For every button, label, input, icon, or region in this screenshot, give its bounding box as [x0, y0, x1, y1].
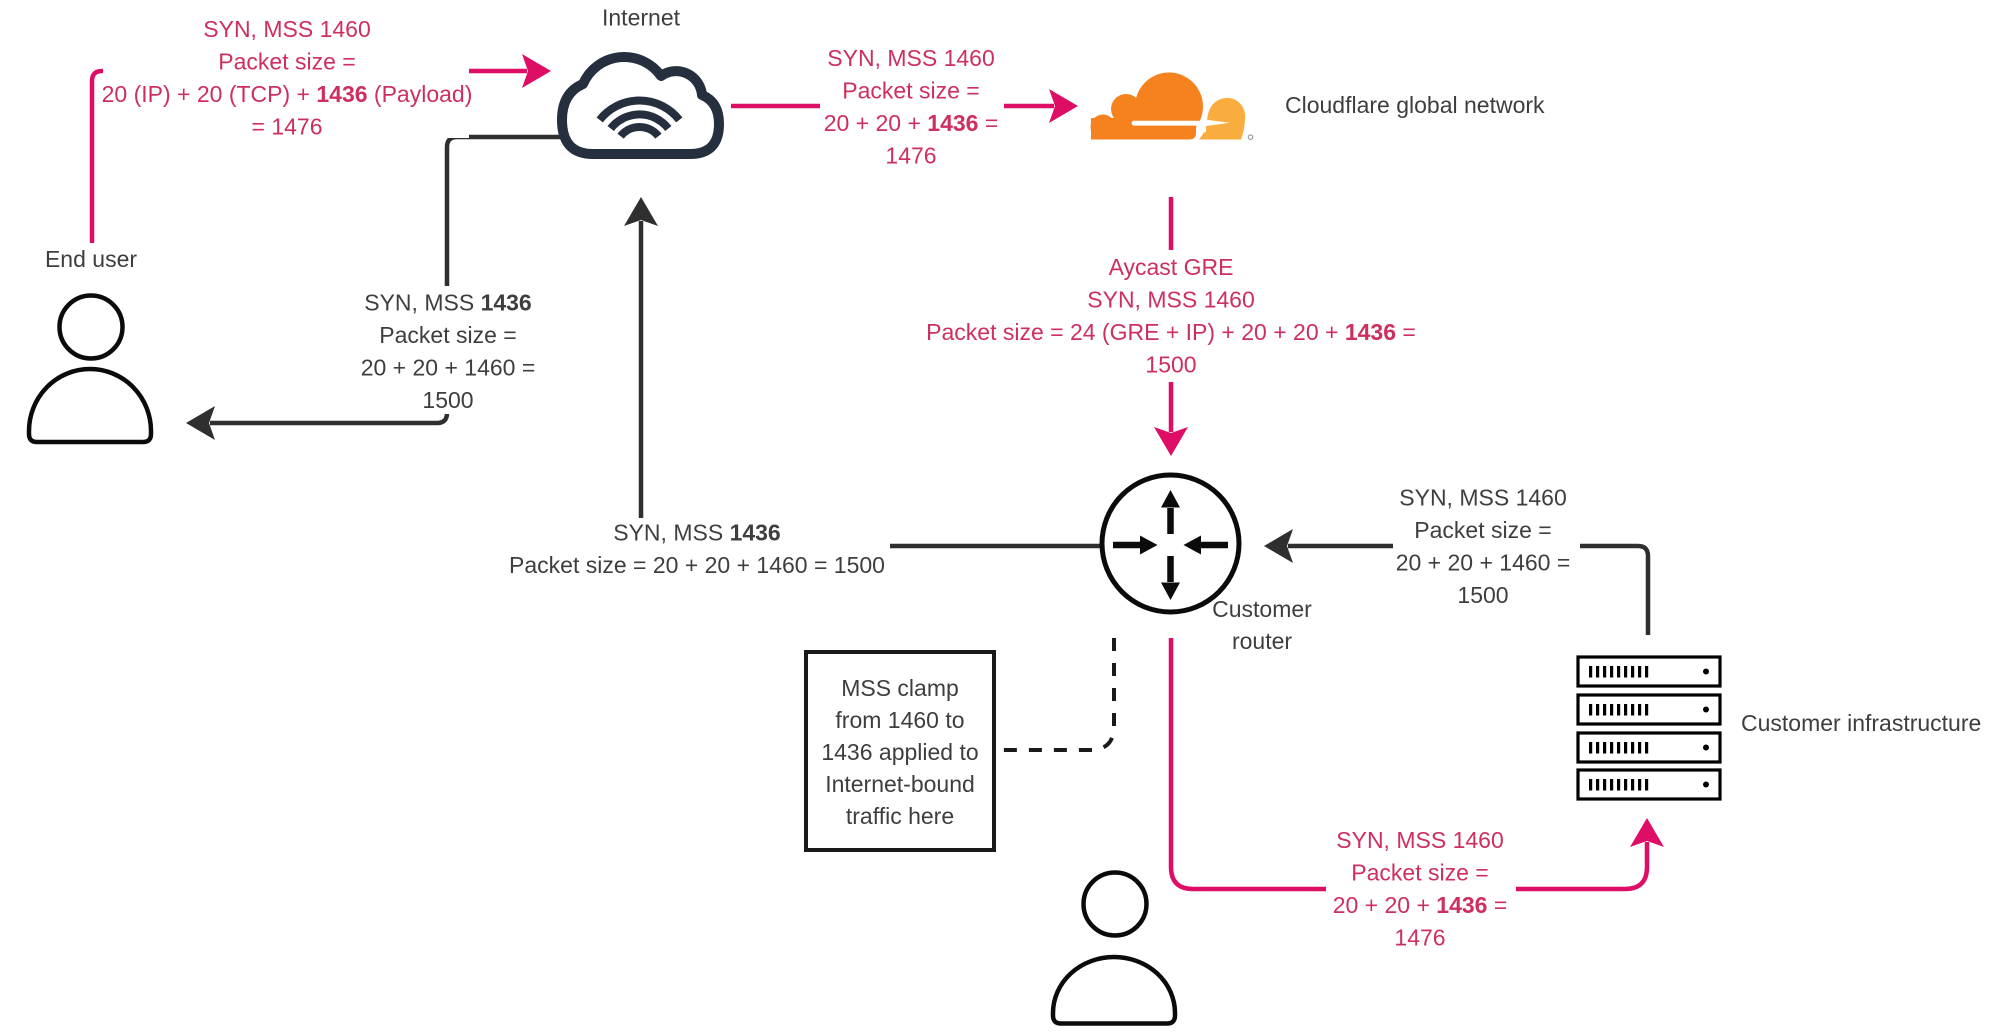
- svg-text:1500: 1500: [1457, 582, 1508, 608]
- svg-text:SYN, MSS 1460: SYN, MSS 1460: [1399, 485, 1566, 511]
- svg-text:20 + 20 + 1460 =: 20 + 20 + 1460 =: [1396, 550, 1571, 576]
- svg-text:traffic here: traffic here: [846, 803, 954, 829]
- svg-text:from 1460 to: from 1460 to: [835, 707, 964, 733]
- svg-text:Packet size = 24 (GRE + IP) +: Packet size = 24 (GRE + IP) + 20 + 20 + …: [926, 319, 1416, 345]
- svg-text:20 (IP) + 20 (TCP) + 1436 (Pay: 20 (IP) + 20 (TCP) + 1436 (Payload): [102, 81, 473, 107]
- svg-text:SYN, MSS 1460: SYN, MSS 1460: [1336, 827, 1503, 853]
- svg-text:Internet: Internet: [602, 5, 681, 31]
- svg-text:SYN, MSS 1436: SYN, MSS 1436: [364, 290, 531, 316]
- svg-text:Packet size =: Packet size =: [1351, 860, 1488, 886]
- svg-text:Packet size =: Packet size =: [842, 78, 979, 104]
- svg-text:Customer infrastructure: Customer infrastructure: [1741, 710, 1981, 736]
- svg-text:router: router: [1232, 628, 1292, 654]
- svg-text:20 + 20 + 1436 =: 20 + 20 + 1436 =: [1333, 892, 1508, 918]
- svg-text:1500: 1500: [1145, 352, 1196, 378]
- svg-text:Customer: Customer: [1212, 596, 1312, 622]
- svg-text:Internet-bound: Internet-bound: [825, 771, 975, 797]
- svg-text:1436 applied to: 1436 applied to: [821, 739, 978, 765]
- svg-text:Aycast GRE: Aycast GRE: [1109, 254, 1234, 280]
- svg-text:20 + 20 + 1436 =: 20 + 20 + 1436 =: [824, 110, 999, 136]
- svg-text:Packet size =: Packet size =: [1414, 517, 1551, 543]
- svg-text:SYN, MSS 1436: SYN, MSS 1436: [613, 520, 780, 546]
- svg-text:20 + 20 + 1460 =: 20 + 20 + 1460 =: [361, 355, 536, 381]
- svg-text:1500: 1500: [422, 387, 473, 413]
- svg-text:1476: 1476: [1394, 925, 1445, 951]
- svg-text:End user: End user: [45, 246, 137, 272]
- svg-text:SYN, MSS 1460: SYN, MSS 1460: [827, 45, 994, 71]
- svg-text:MSS clamp: MSS clamp: [841, 675, 959, 701]
- svg-text:SYN, MSS 1460: SYN, MSS 1460: [203, 16, 370, 42]
- svg-text:1476: 1476: [885, 143, 936, 169]
- svg-text:SYN, MSS 1460: SYN, MSS 1460: [1087, 287, 1254, 313]
- svg-text:Packet size =: Packet size =: [379, 322, 516, 348]
- svg-text:Packet size = 20 + 20 + 1460 =: Packet size = 20 + 20 + 1460 = 1500: [509, 552, 885, 578]
- svg-text:Packet size =: Packet size =: [218, 49, 355, 75]
- svg-text:Cloudflare global network: Cloudflare global network: [1285, 92, 1545, 118]
- svg-text:= 1476: = 1476: [252, 114, 323, 140]
